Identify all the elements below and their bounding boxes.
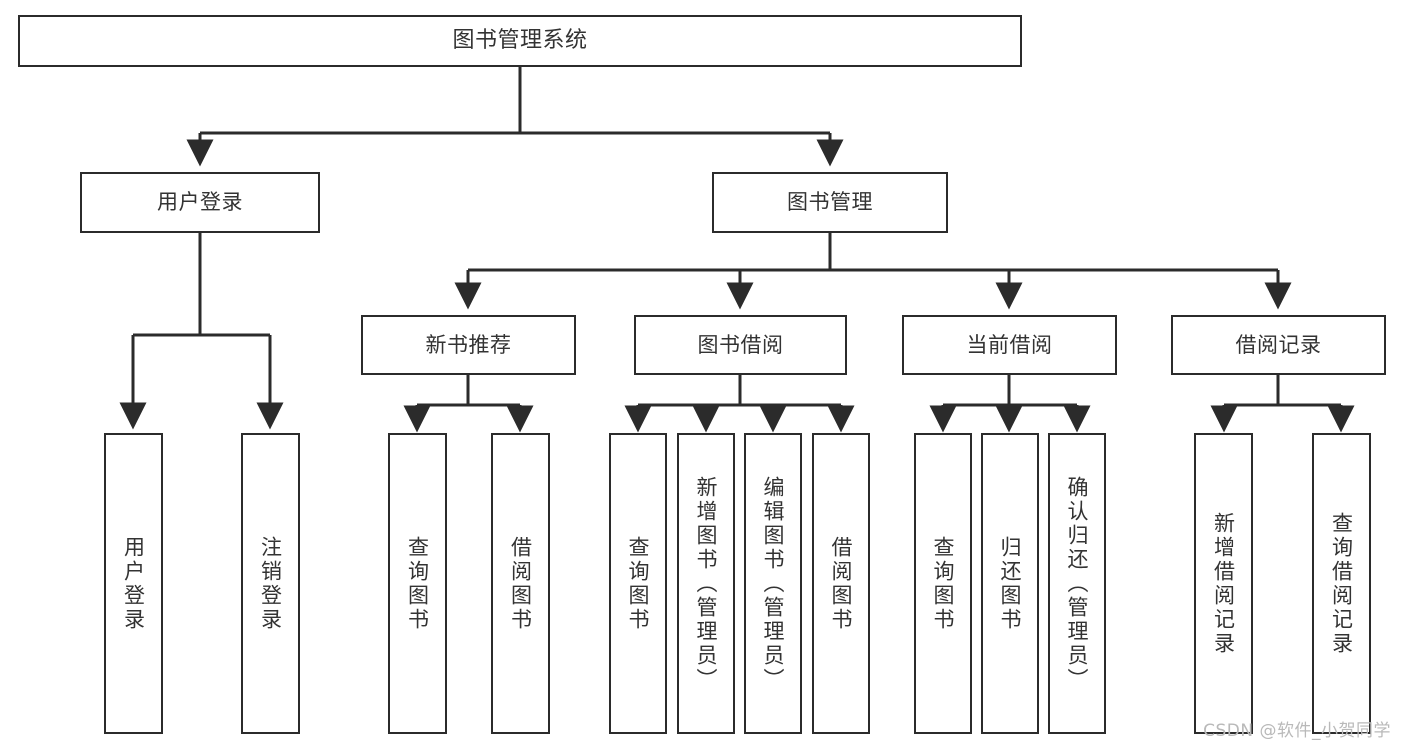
leaf-logout[interactable]: 注销登录 [241,433,300,734]
leaf-return-book-label: 归还图书 [998,535,1023,632]
leaf-user-login[interactable]: 用户登录 [104,433,163,734]
node-current-borrow-label: 当前借阅 [966,332,1053,357]
node-root-label: 图书管理系统 [452,27,588,53]
leaf-confirm-return-label: 确认归还（管理员） [1065,475,1090,692]
leaf-user-login-label: 用户登录 [121,535,146,632]
leaf-query-book-2[interactable]: 查询图书 [609,433,667,734]
leaf-add-book-label: 新增图书（管理员） [694,475,719,692]
watermark: CSDN @软件_小贺同学 [1203,721,1391,741]
leaf-query-book-3[interactable]: 查询图书 [914,433,972,734]
leaf-return-book[interactable]: 归还图书 [981,433,1039,734]
node-book-manage[interactable]: 图书管理 [712,172,948,233]
node-user-login-label: 用户登录 [157,190,243,215]
leaf-query-book-2-label: 查询图书 [626,535,651,632]
leaf-confirm-return[interactable]: 确认归还（管理员） [1048,433,1106,734]
node-new-book-recommend-label: 新书推荐 [425,332,512,357]
leaf-query-record[interactable]: 查询借阅记录 [1312,433,1371,734]
node-borrow-record[interactable]: 借阅记录 [1171,315,1386,375]
node-current-borrow[interactable]: 当前借阅 [902,315,1117,375]
leaf-borrow-book-1-label: 借阅图书 [508,535,533,632]
leaf-edit-book[interactable]: 编辑图书（管理员） [744,433,802,734]
node-borrow-record-label: 借阅记录 [1235,332,1322,357]
leaf-add-record[interactable]: 新增借阅记录 [1194,433,1253,734]
leaf-borrow-book-2-label: 借阅图书 [829,535,854,632]
node-root[interactable]: 图书管理系统 [18,15,1022,67]
leaf-query-book-1-label: 查询图书 [405,535,430,632]
leaf-add-book[interactable]: 新增图书（管理员） [677,433,735,734]
leaf-borrow-book-1[interactable]: 借阅图书 [491,433,550,734]
leaf-borrow-book-2[interactable]: 借阅图书 [812,433,870,734]
node-book-manage-label: 图书管理 [787,190,873,215]
leaf-query-book-1[interactable]: 查询图书 [388,433,447,734]
node-book-borrow[interactable]: 图书借阅 [634,315,847,375]
node-new-book-recommend[interactable]: 新书推荐 [361,315,576,375]
leaf-edit-book-label: 编辑图书（管理员） [761,475,786,692]
node-book-borrow-label: 图书借阅 [697,332,784,357]
node-user-login[interactable]: 用户登录 [80,172,320,233]
leaf-add-record-label: 新增借阅记录 [1211,511,1236,656]
leaf-logout-label: 注销登录 [258,535,283,632]
leaf-query-book-3-label: 查询图书 [931,535,956,632]
leaf-query-record-label: 查询借阅记录 [1329,511,1354,656]
